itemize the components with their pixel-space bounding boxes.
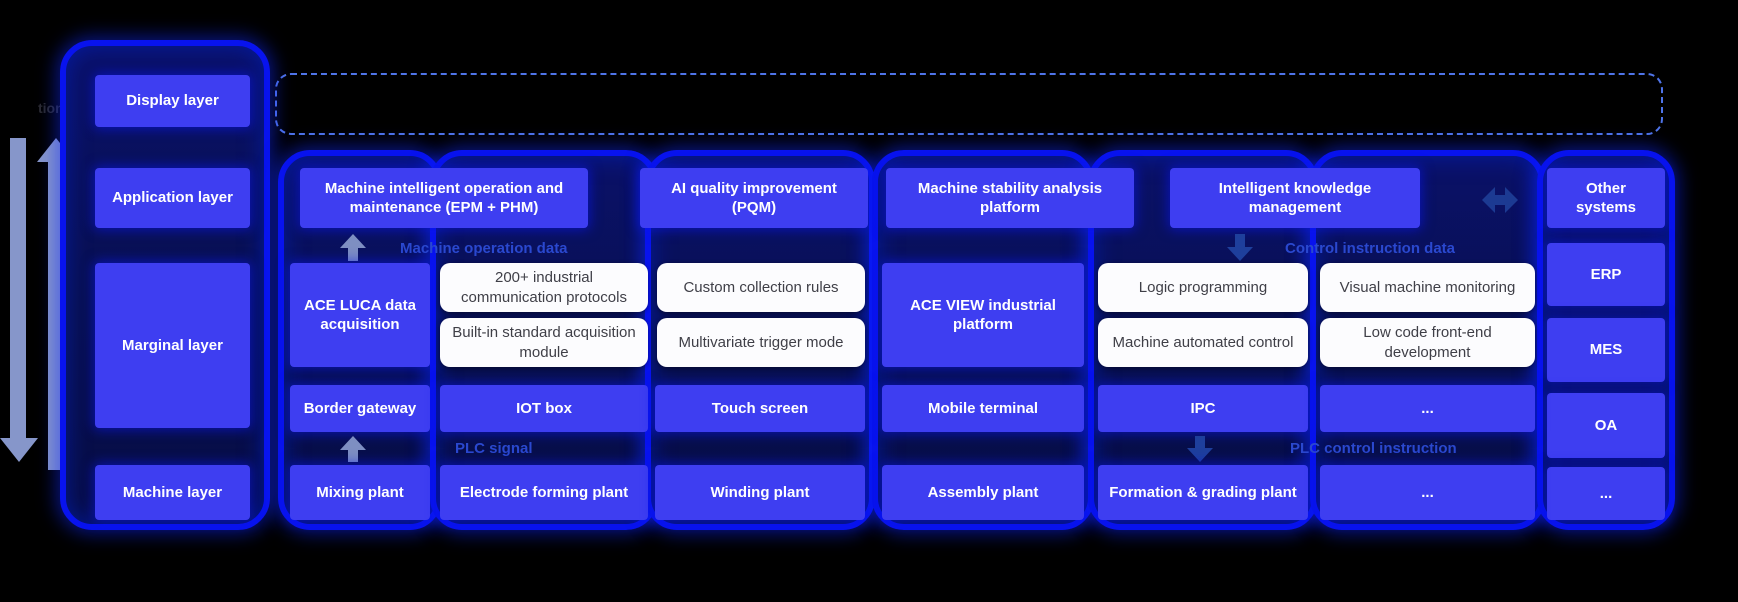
system-box-more: ... <box>1547 467 1665 520</box>
system-box-erp: ERP <box>1547 243 1665 306</box>
app-box-stability: Machine stability analysis platform <box>886 168 1134 228</box>
feature-box-custom-rules: Custom collection rules <box>657 263 865 312</box>
feature-box-protocols: 200+ industrial communication protocols <box>440 263 648 312</box>
plant-box-electrode: Electrode forming plant <box>440 465 648 520</box>
feature-box-visual: Visual machine monitoring <box>1320 263 1535 312</box>
plant-box-more: ... <box>1320 465 1535 520</box>
feature-box-automated: Machine automated control <box>1098 318 1308 367</box>
layer-label-display: Display layer <box>95 75 250 127</box>
plant-box-formation: Formation & grading plant <box>1098 465 1308 520</box>
plant-box-winding: Winding plant <box>655 465 865 520</box>
feature-box-logic: Logic programming <box>1098 263 1308 312</box>
device-box-border-gateway: Border gateway <box>290 385 430 432</box>
device-box-iot-box: IOT box <box>440 385 648 432</box>
device-box-mobile-terminal: Mobile terminal <box>882 385 1084 432</box>
feature-box-builtin-module: Built-in standard acquisition module <box>440 318 648 367</box>
app-box-knowledge: Intelligent knowledge management <box>1170 168 1420 228</box>
layer-label-marginal: Marginal layer <box>95 263 250 428</box>
device-box-more: ... <box>1320 385 1535 432</box>
plant-box-mixing: Mixing plant <box>290 465 430 520</box>
feature-box-lowcode: Low code front-end development <box>1320 318 1535 367</box>
platform-box-ace-luca: ACE LUCA data acquisition <box>290 263 430 367</box>
device-box-touch-screen: Touch screen <box>655 385 865 432</box>
app-box-pqm: AI quality improvement (PQM) <box>640 168 868 228</box>
clipped-text: tion <box>38 100 64 116</box>
app-box-epm-phm: Machine intelligent operation and mainte… <box>300 168 588 228</box>
plant-box-assembly: Assembly plant <box>882 465 1084 520</box>
flow-label-machine-operation-data: Machine operation data <box>400 240 568 257</box>
device-box-ipc: IPC <box>1098 385 1308 432</box>
layer-label-machine: Machine layer <box>95 465 250 520</box>
system-box-other: Other systems <box>1547 168 1665 228</box>
platform-box-ace-view: ACE VIEW industrial platform <box>882 263 1084 367</box>
system-box-mes: MES <box>1547 318 1665 382</box>
flow-label-plc-signal: PLC signal <box>455 440 533 457</box>
flow-label-control-instruction-data: Control instruction data <box>1285 240 1455 257</box>
feature-box-multivariate: Multivariate trigger mode <box>657 318 865 367</box>
layer-label-application: Application layer <box>95 168 250 228</box>
system-box-oa: OA <box>1547 393 1665 458</box>
flow-label-plc-control-instruction: PLC control instruction <box>1290 440 1457 457</box>
display-layer-dashed-frame <box>275 73 1663 135</box>
